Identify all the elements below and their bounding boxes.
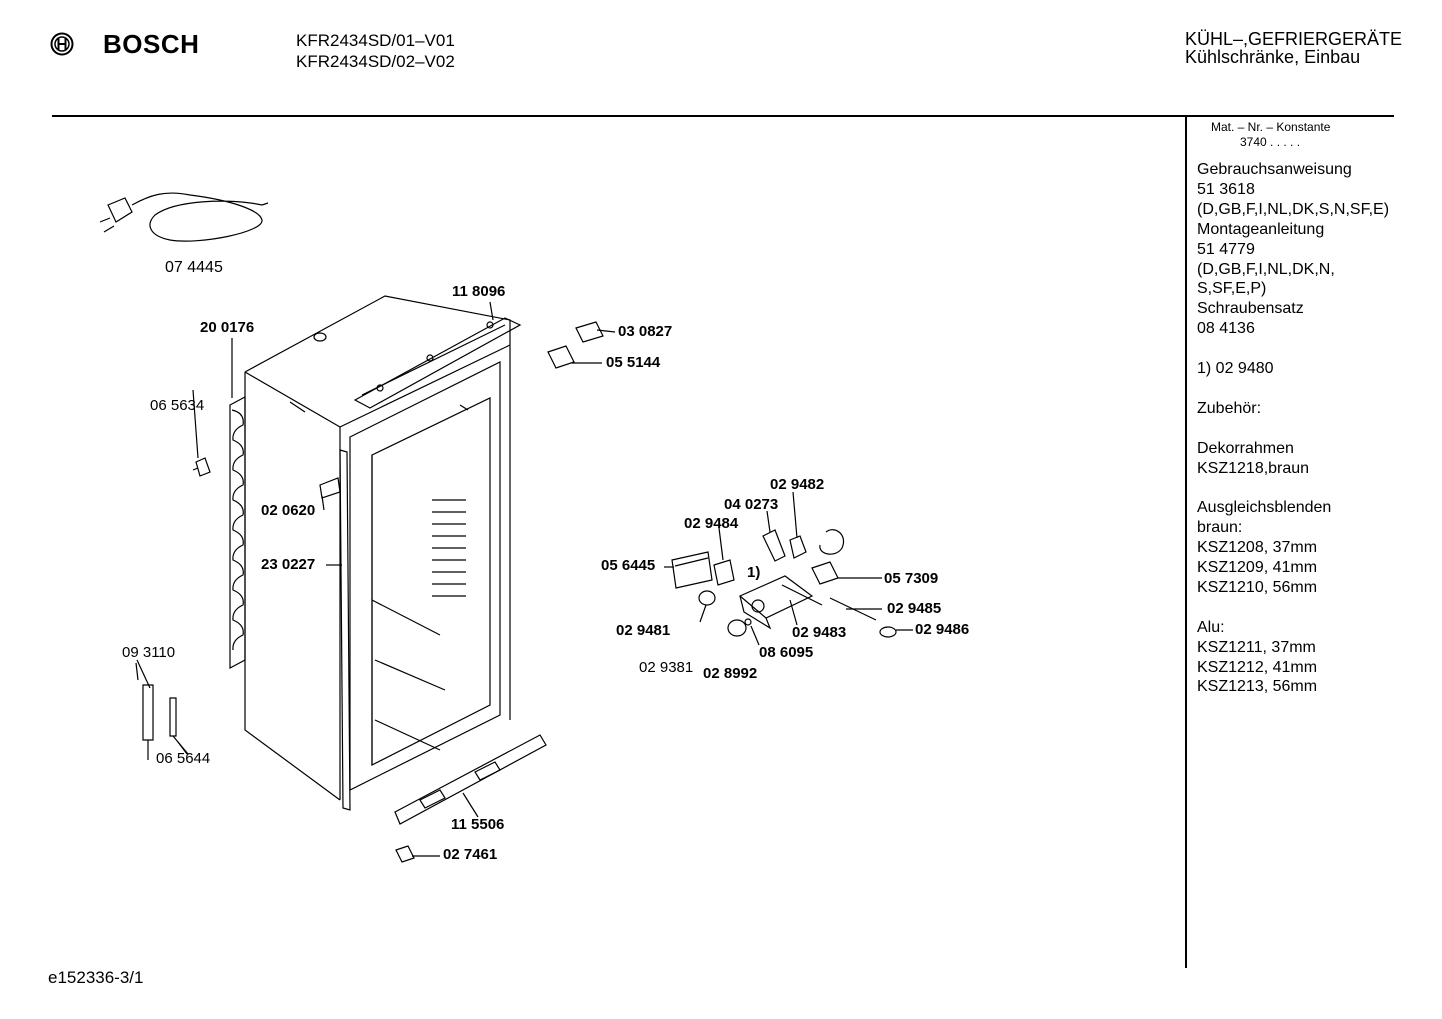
part-label: 02 9484: [684, 515, 739, 532]
hinge-plate-icon: [319, 477, 341, 499]
part-label: 09 3110: [122, 644, 176, 661]
side-line: [1197, 419, 1437, 439]
part-label: 04 0273: [724, 496, 779, 513]
side-line: S,SF,E,P): [1197, 280, 1267, 298]
side-line: (D,GB,F,I,NL,DK,S,N,SF,E): [1197, 200, 1390, 218]
part-label: 07 4445: [165, 259, 223, 276]
part-label: 20 0176: [200, 319, 255, 336]
brand-name: BOSCH: [103, 29, 200, 59]
model-number-2: KFR2434SD/02–V02: [296, 52, 455, 71]
document-id: e152336-3/1: [48, 968, 144, 987]
hinge-pin-icon: [547, 345, 575, 369]
part-label: 02 9485: [887, 600, 942, 617]
side-line: braun:: [1197, 519, 1243, 537]
part-label: 06 5644: [156, 750, 211, 767]
thermostat-assembly-icon: [671, 529, 897, 638]
side-line: Ausgleichsblenden: [1197, 499, 1332, 517]
side-line: KSZ1208, 37mm: [1197, 539, 1318, 557]
category-title: KÜHL–,GEFRIERGERÄTE: [1185, 29, 1403, 49]
part-label: 05 5144: [606, 354, 661, 371]
part-label: 11 5506: [451, 816, 505, 833]
side-line: (D,GB,F,I,NL,DK,N,: [1197, 260, 1335, 278]
power-cord-icon: [99, 192, 269, 242]
side-line: Alu:: [1197, 618, 1225, 636]
category-subtitle: Kühlschränke, Einbau: [1185, 47, 1361, 67]
mat-nr-value: 3740 . . . . .: [1240, 135, 1301, 149]
bottom-rail-icon: [394, 734, 547, 825]
side-line: Dekorrahmen: [1197, 439, 1294, 457]
condenser-coil-icon: [229, 396, 246, 669]
side-line: [1197, 379, 1437, 399]
part-label: 02 9483: [792, 624, 847, 641]
side-line: KSZ1209, 41mm: [1197, 559, 1318, 577]
part-label: 05 6445: [601, 557, 656, 574]
exploded-view-drawing: [99, 192, 913, 863]
part-label: 23 0227: [261, 556, 316, 573]
side-line: Montageanleitung: [1197, 220, 1325, 238]
parts-info-list: Gebrauchsanweisung 51 3618 (D,GB,F,I,NL,…: [1197, 160, 1437, 697]
side-line: Schraubensatz: [1197, 300, 1304, 318]
seal-strip-icon: [339, 449, 351, 811]
bracket-icon: [575, 321, 604, 343]
header-rule: [52, 115, 1394, 117]
side-line: [1197, 339, 1437, 359]
model-number-1: KFR2434SD/01–V01: [296, 31, 455, 50]
part-label: 1): [747, 564, 761, 581]
side-line: KSZ1210, 56mm: [1197, 578, 1318, 596]
part-label: 02 9481: [616, 622, 671, 639]
part-label: 06 5634: [150, 397, 205, 414]
clip-icon: [192, 457, 211, 477]
part-label: 02 7461: [443, 846, 498, 863]
part-label: 02 9381: [639, 659, 694, 676]
side-line: Zubehör:: [1197, 399, 1262, 417]
side-line: 1) 02 9480: [1197, 360, 1274, 378]
side-line: KSZ1211, 37mm: [1197, 638, 1316, 656]
cabinet-body-icon: [244, 295, 511, 801]
leader-lines: [135, 301, 913, 857]
part-label: 11 8096: [452, 283, 506, 300]
part-label: 08 6095: [759, 644, 814, 661]
mat-nr-label: Mat. – Nr. – Konstante: [1211, 120, 1331, 134]
part-label: 05 7309: [884, 570, 939, 587]
cap-block-icon: [395, 845, 415, 863]
temperature-sensor-icon: [136, 659, 189, 760]
part-label: 02 8992: [703, 665, 758, 682]
bosch-logo-icon: [50, 32, 74, 56]
side-line: 51 4779: [1197, 240, 1255, 258]
sidebar-divider: [1185, 116, 1187, 968]
top-rail-icon: [353, 317, 522, 409]
side-line: 08 4136: [1197, 320, 1255, 338]
part-label: 02 9482: [770, 476, 825, 493]
side-line: KSZ1212, 41mm: [1197, 658, 1318, 676]
side-line: [1197, 598, 1437, 618]
part-label: 02 0620: [261, 502, 316, 519]
side-line: KSZ1213, 56mm: [1197, 678, 1318, 696]
side-line: [1197, 478, 1437, 498]
side-line: KSZ1218,braun: [1197, 459, 1310, 477]
side-line: 51 3618: [1197, 180, 1255, 198]
part-label: 03 0827: [618, 323, 673, 340]
side-line: Gebrauchsanweisung: [1197, 161, 1352, 178]
part-label: 02 9486: [915, 621, 970, 638]
